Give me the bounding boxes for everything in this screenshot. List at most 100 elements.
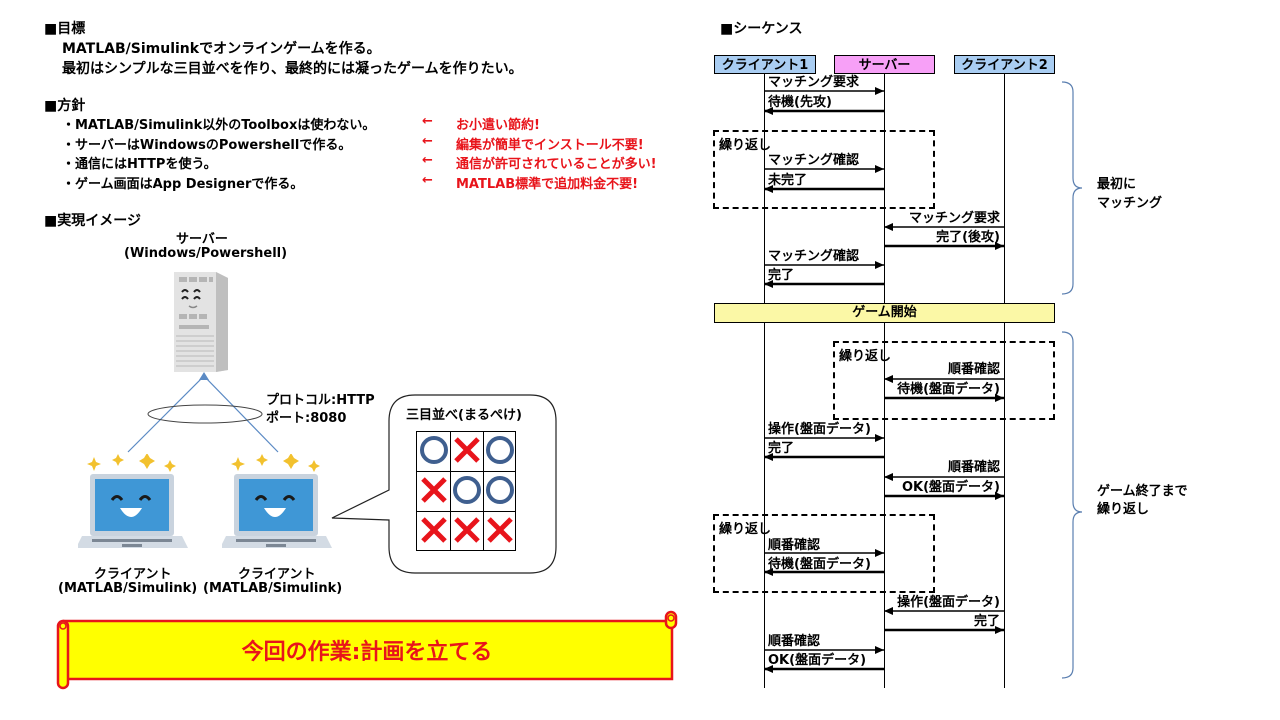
msg-label: マッチング要求 [908, 211, 1000, 226]
loop-label: 繰り返し [839, 349, 892, 364]
arrowhead-icon [764, 107, 773, 115]
arrowhead-icon [875, 165, 884, 173]
policy-item-3: ・通信にはHTTPを使う。 [62, 157, 217, 172]
msg-label: 順番確認 [768, 634, 821, 649]
policy-note-1: お小遣い節約! [456, 118, 540, 133]
goal-heading: ■目標 [44, 21, 86, 37]
circle-mark-icon [450, 476, 483, 504]
image-heading: ■実現イメージ [44, 213, 141, 229]
policy-arrow-1: ← [422, 114, 433, 129]
arrowhead-icon [875, 87, 884, 95]
sequence-heading: ■シーケンス [720, 21, 803, 37]
actor-client2: クライアント2 [954, 55, 1055, 74]
banner-scroll [56, 610, 678, 690]
policy-note-4: MATLAB標準で追加料金不要! [456, 177, 639, 192]
msg-label: 未完了 [768, 173, 808, 188]
arrowhead-icon [875, 261, 884, 269]
game-start-bar: ゲーム開始 [714, 303, 1055, 323]
arrow-up-icon [199, 372, 209, 380]
server-illustration [174, 272, 228, 372]
circle-mark-icon [483, 436, 516, 464]
circle-mark-icon [483, 476, 516, 504]
msg-label: マッチング確認 [768, 249, 860, 264]
msg-label: 完了 [768, 268, 795, 283]
msg-label: 順番確認 [947, 460, 1000, 475]
cross-mark-icon [417, 476, 450, 504]
brace-game-loop [1061, 331, 1083, 679]
policy-heading: ■方針 [44, 98, 86, 114]
client2-label: クライアント [238, 567, 316, 582]
cross-mark-icon [483, 516, 516, 544]
brace1-line2: マッチング [1097, 196, 1163, 211]
msg-label: 順番確認 [947, 362, 1000, 377]
protocol-ellipse [147, 404, 263, 424]
lifeline-client1-lower [764, 322, 765, 688]
client2-sub-label: (MATLAB/Simulink) [203, 581, 343, 596]
brace2-line2: 繰り返し [1097, 502, 1150, 517]
arrowhead-icon [884, 607, 893, 615]
braces [1061, 81, 1083, 679]
tic-tac-toe-board [416, 431, 516, 551]
lifeline-server [884, 74, 885, 303]
policy-arrow-4: ← [422, 173, 433, 188]
arrowhead-icon [764, 665, 773, 673]
policy-note-3: 通信が許可されていることが多い! [456, 157, 657, 172]
circle-mark-icon [417, 436, 450, 464]
brace1-line1: 最初に [1097, 177, 1137, 192]
arrowhead-icon [995, 242, 1004, 250]
msg-label: マッチング確認 [768, 153, 860, 168]
arrowhead-icon [884, 223, 893, 231]
arrowhead-icon [884, 375, 893, 383]
policy-arrow-3: ← [422, 153, 433, 168]
policy-item-2: ・サーバーはWindowsのPowershellで作る。 [62, 138, 352, 153]
banner-text: 今回の作業:計画を立てる [241, 640, 493, 665]
cross-mark-icon [450, 516, 483, 544]
client1-sub-label: (MATLAB/Simulink) [58, 581, 198, 596]
msg-label: OK(盤面データ) [901, 480, 1000, 495]
msg-label: 待機(盤面データ) [768, 557, 871, 572]
client1-laptop-illustration [78, 454, 188, 548]
arrowhead-icon [875, 646, 884, 654]
protocol-label: プロトコル:HTTP [266, 393, 375, 408]
msg-label: OK(盤面データ) [768, 653, 867, 668]
loop-label: 繰り返し [719, 522, 772, 537]
port-label: ポート:8080 [266, 411, 347, 426]
arrowhead-icon [875, 549, 884, 557]
msg-label: マッチング要求 [768, 75, 860, 90]
lifeline-server-lower [884, 322, 885, 688]
client2-laptop-illustration [222, 454, 332, 548]
brace2-line1: ゲーム終了まで [1097, 484, 1188, 499]
server-sub-label: (Windows/Powershell) [124, 246, 288, 261]
bubble-title: 三目並べ(まるぺけ) [406, 408, 522, 423]
cross-mark-icon [450, 436, 483, 464]
arrowhead-icon [764, 453, 773, 461]
msg-label: 完了 [768, 441, 795, 456]
loop-label: 繰り返し [719, 138, 772, 153]
actor-server: サーバー [834, 55, 935, 74]
msg-label: 操作(盤面データ) [768, 422, 871, 437]
goal-line-1: MATLAB/Simulinkでオンラインゲームを作る。 [62, 41, 381, 57]
arrowhead-icon [995, 626, 1004, 634]
loop-frame-2: 繰り返し [833, 341, 1055, 420]
cross-mark-icon [417, 516, 450, 544]
client2-link-line [203, 375, 279, 453]
msg-label: 操作(盤面データ) [897, 595, 1000, 610]
arrowhead-icon [764, 280, 773, 288]
arrowhead-icon [875, 434, 884, 442]
arrowhead-icon [764, 185, 773, 193]
loop-frame-3: 繰り返し [713, 514, 935, 593]
policy-note-2: 編集が簡単でインストール不要! [456, 138, 644, 153]
connection-diagram [127, 372, 279, 453]
arrowhead-icon [995, 492, 1004, 500]
client1-link-line [127, 375, 205, 453]
arrowhead-icon [764, 568, 773, 576]
msg-label: 完了 [973, 614, 1000, 629]
policy-item-1: ・MATLAB/Simulink以外のToolboxは使わない。 [62, 118, 376, 133]
client1-label: クライアント [94, 567, 172, 582]
actor-client1: クライアント1 [714, 55, 816, 74]
arrowhead-icon [995, 394, 1004, 402]
lifeline-client2-lower [1004, 322, 1005, 688]
arrowhead-icon [884, 473, 893, 481]
msg-label: 待機(盤面データ) [897, 382, 1000, 397]
